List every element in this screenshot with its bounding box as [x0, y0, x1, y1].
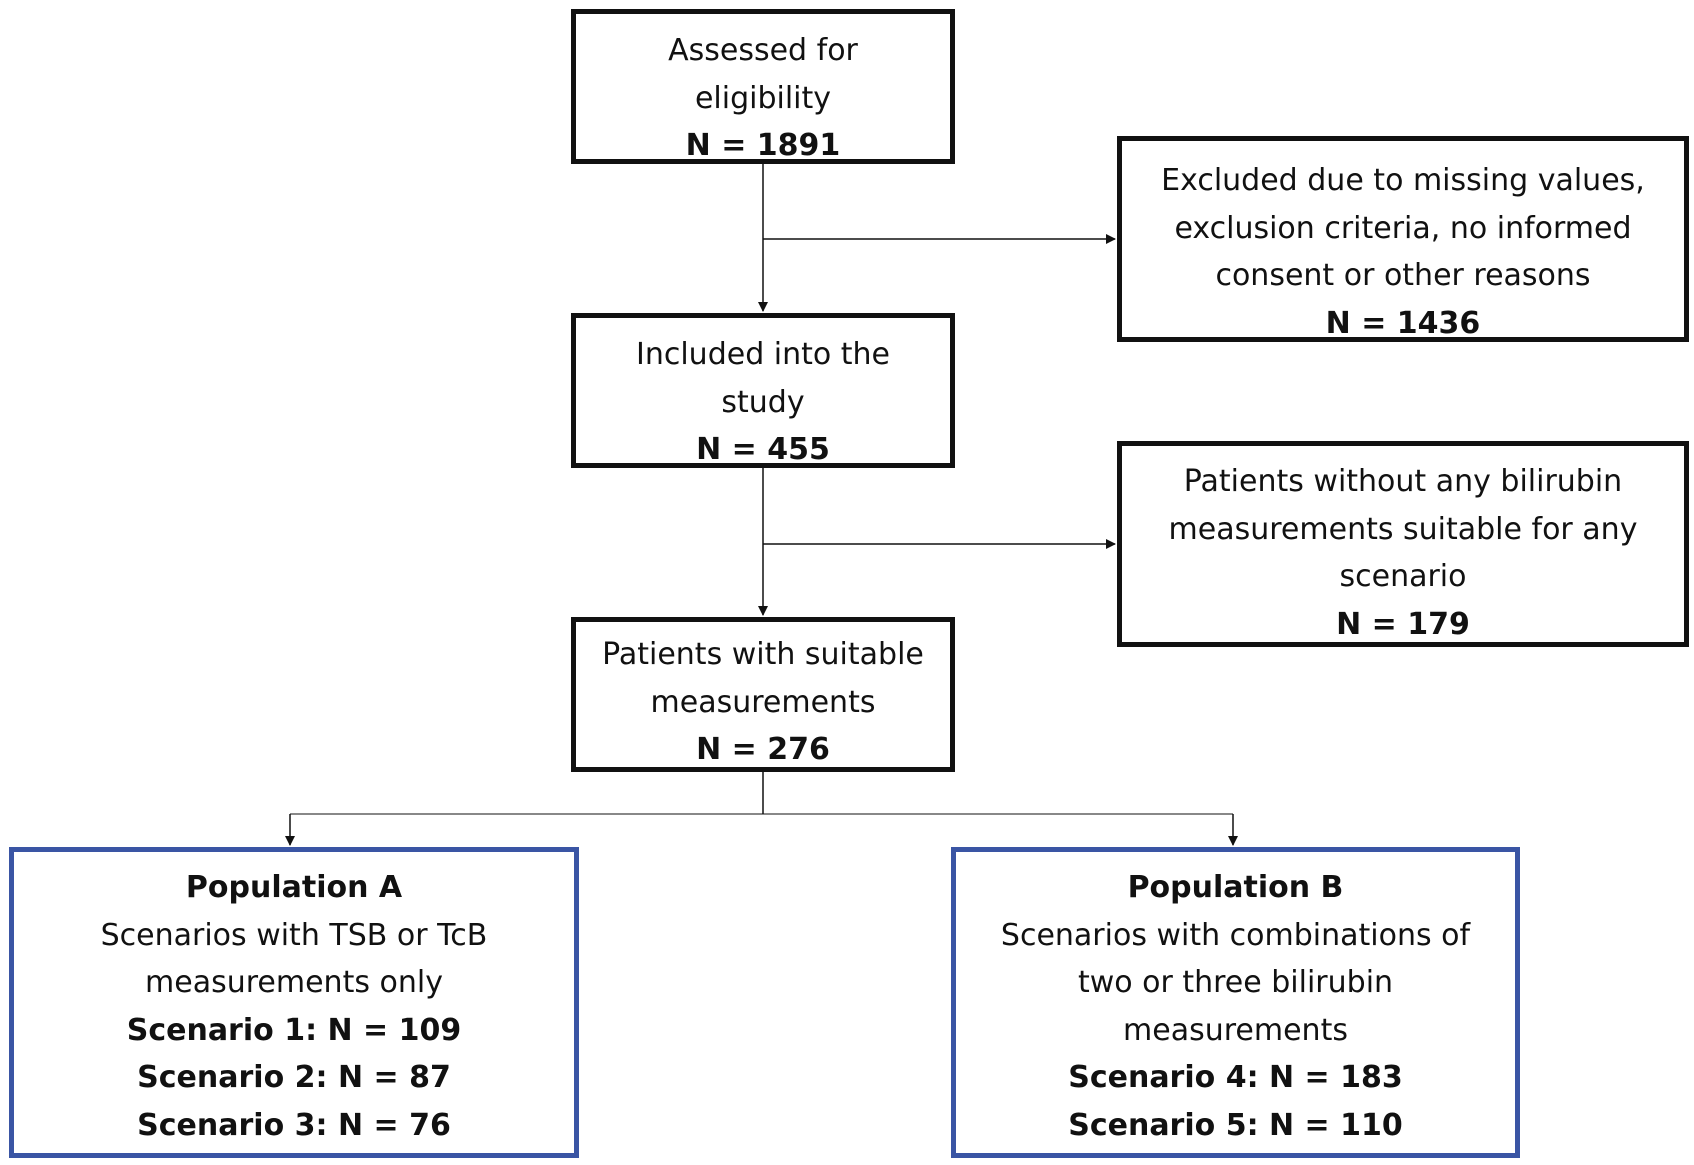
assessed-line-1: Assessed for	[668, 33, 858, 68]
scenario-1-count: Scenario 1: N = 109	[126, 1012, 462, 1048]
no-measurements-count: N = 179	[1336, 606, 1470, 642]
suitable-line-2: measurements	[650, 684, 876, 720]
suitable-line-1: Patients with suitable	[602, 637, 924, 672]
population-b-title: Population B	[1127, 870, 1344, 905]
population-a-title: Population A	[185, 870, 403, 905]
included-line-1: Included into the	[635, 337, 891, 372]
assessed-box: Assessed for eligibility N = 1891	[571, 9, 955, 164]
population-b-line-3: measurements	[1123, 1012, 1348, 1048]
no-measurements-line-1: Patients without any bilirubin	[1183, 464, 1623, 499]
population-b-line-2: two or three bilirubin	[1077, 965, 1394, 1000]
scenario-5-count: Scenario 5: N = 110	[1068, 1107, 1403, 1143]
population-a-line-2: measurements only	[145, 965, 443, 1000]
population-b-line-1: Scenarios with combinations of	[1000, 917, 1471, 953]
suitable-count: N = 276	[696, 732, 830, 767]
excluded-line-1: Excluded due to missing values,	[1161, 163, 1645, 198]
population-a-box: Population A Scenarios with TSB or TcB m…	[9, 847, 579, 1158]
included-count: N = 455	[696, 432, 830, 467]
suitable-box: Patients with suitable measurements N = …	[571, 617, 955, 772]
assessed-count: N = 1891	[685, 128, 841, 163]
scenario-3-count: Scenario 3: N = 76	[137, 1107, 451, 1143]
excluded-count: N = 1436	[1325, 305, 1481, 341]
no-measurements-line-2: measurements suitable for any	[1168, 511, 1638, 547]
assessed-line-2: eligibility	[694, 80, 832, 116]
population-b-box: Population B Scenarios with combinations…	[951, 847, 1520, 1158]
included-box: Included into the study N = 455	[571, 313, 955, 468]
no-measurements-line-3: scenario	[1339, 559, 1467, 594]
population-a-line-1: Scenarios with TSB or TcB	[100, 917, 488, 953]
excluded-box: Excluded due to missing values, exclusio…	[1117, 136, 1689, 342]
no-measurements-box: Patients without any bilirubin measureme…	[1117, 441, 1689, 647]
excluded-line-2: exclusion criteria, no informed	[1174, 210, 1632, 246]
scenario-2-count: Scenario 2: N = 87	[137, 1060, 451, 1095]
excluded-line-3: consent or other reasons	[1215, 258, 1591, 293]
included-line-2: study	[721, 384, 805, 420]
scenario-4-count: Scenario 4: N = 183	[1068, 1060, 1403, 1095]
